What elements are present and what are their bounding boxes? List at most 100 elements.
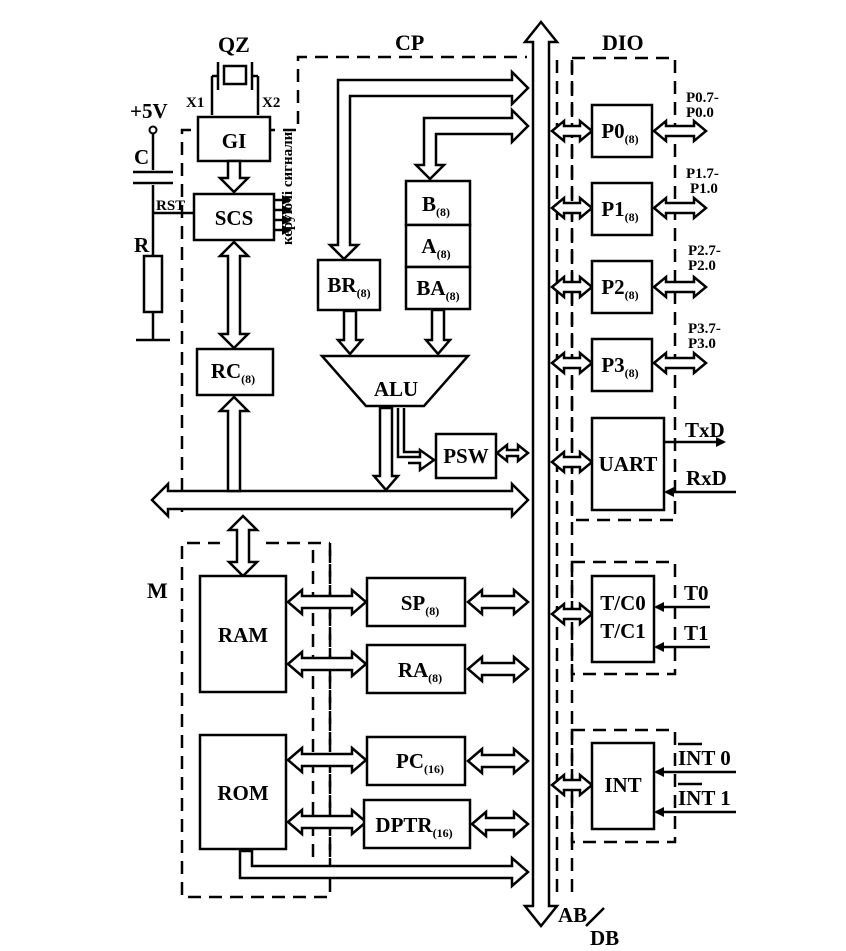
alu-to-psw-arrow [396, 408, 437, 473]
ba-to-alu-arrow [423, 308, 453, 356]
p1-external-arrow [652, 195, 708, 221]
scs-label: SCS [215, 206, 254, 230]
rom-to-bus-arrow [238, 849, 530, 889]
t0-label: T0 [684, 581, 709, 605]
cp-region-boundary [180, 55, 527, 512]
qz-label: QZ [218, 32, 250, 57]
ra-block [365, 643, 467, 695]
p3-block [590, 337, 654, 393]
rom-dptr-arrow [286, 807, 368, 837]
dptr-bus-arrow [470, 809, 530, 839]
ra-label: RA(8) [398, 658, 442, 685]
scs-block [192, 192, 276, 242]
psw-block [434, 432, 498, 480]
rc-scs-arrow [216, 240, 252, 350]
tc-block [590, 574, 656, 664]
rst-label: RST [156, 198, 185, 214]
bus-to-m-arrow [225, 514, 261, 578]
ab-label: AB [558, 903, 587, 927]
dptr-label: DPTR(16) [375, 813, 452, 840]
ab-db-slash [585, 907, 605, 927]
a-label: A(8) [421, 234, 450, 261]
p0-block [590, 103, 654, 159]
t1-label: T1 [684, 621, 709, 645]
uart-label: UART [599, 452, 658, 476]
r-label: R [134, 233, 150, 257]
ram-label: RAM [218, 623, 268, 647]
bus-to-b-arrow [412, 106, 530, 181]
p1-pins-lo: P1.0 [690, 181, 718, 197]
sp-bus-arrow [466, 587, 530, 617]
psw-bus-arrow [494, 442, 531, 464]
m-region-boundary [180, 541, 332, 899]
uart-block [590, 416, 666, 512]
alu-block [319, 354, 471, 408]
ram-ra-arrow [286, 649, 368, 679]
timer-region-boundary [570, 560, 677, 676]
p0-pins-hi: P0.7- [686, 90, 719, 106]
control-signal-arrows [274, 195, 292, 235]
p1-pins-hi: P1.7- [686, 166, 719, 182]
c-label: C [134, 145, 149, 169]
m-label: M [147, 578, 168, 603]
db-label: DB [590, 926, 619, 950]
rc-bus-arrow [216, 395, 252, 493]
rc-block [195, 347, 275, 397]
int-label: INT [604, 773, 641, 797]
pc-bus-arrow [466, 746, 530, 776]
internal-bus-arrow [150, 480, 530, 520]
gi-label: GI [222, 129, 247, 153]
system-bus-ab-db-arrow [522, 19, 560, 929]
alu-to-bus-arrow [371, 406, 401, 492]
b-register [404, 179, 472, 227]
rom-block [198, 733, 288, 851]
p2-block [590, 259, 654, 315]
int1-label: INT 1 [678, 786, 731, 810]
p3-label: P3(8) [601, 353, 638, 380]
int-block [590, 741, 656, 831]
sp-label: SP(8) [401, 591, 440, 618]
tc0-label: T/C0 [600, 591, 646, 615]
sp-block [365, 576, 467, 628]
rxd-label: RxD [686, 466, 727, 490]
x2-label: X2 [262, 95, 280, 111]
b-label: B(8) [422, 192, 450, 219]
vcc-terminal [148, 125, 158, 135]
br-label: BR(8) [327, 273, 370, 300]
p2-pins-hi: P2.7- [688, 243, 721, 259]
p2-pins-lo: P2.0 [688, 258, 716, 274]
p2-external-arrow [652, 274, 708, 300]
resistor [142, 254, 164, 314]
crystal-qz [210, 62, 260, 115]
p0-label: P0(8) [601, 119, 638, 146]
txd-label: TxD [685, 418, 725, 442]
dio-region-boundary [570, 56, 677, 522]
psw-label: PSW [443, 444, 489, 468]
ram-block [198, 574, 288, 694]
alu-label: ALU [374, 377, 418, 401]
ra-bus-arrow [466, 654, 530, 684]
plus5v-label: +5V [130, 99, 168, 123]
p3-pins-hi: P3.7- [688, 321, 721, 337]
tc1-label: T/C1 [600, 619, 646, 643]
p3-external-arrow [652, 350, 708, 376]
rom-pc-arrow [286, 745, 368, 775]
dptr-block [362, 798, 472, 850]
p1-label: P1(8) [601, 197, 638, 224]
pc-label: PC(16) [396, 749, 444, 776]
x1-label: X1 [186, 95, 204, 111]
ram-sp-arrow [286, 587, 368, 617]
int-region-boundary [570, 728, 677, 844]
p2-label: P2(8) [601, 275, 638, 302]
dio-label: DIO [602, 30, 644, 55]
p1-block [590, 181, 654, 237]
br-block [316, 258, 382, 312]
cp-label: CP [395, 30, 424, 55]
rc-label: RC(8) [211, 359, 255, 386]
p3-pins-lo: P3.0 [688, 336, 716, 352]
pc-block [365, 735, 467, 787]
rom-label: ROM [217, 781, 269, 805]
p0-pins-lo: P0.0 [686, 105, 714, 121]
br-to-alu-arrow [335, 309, 365, 356]
